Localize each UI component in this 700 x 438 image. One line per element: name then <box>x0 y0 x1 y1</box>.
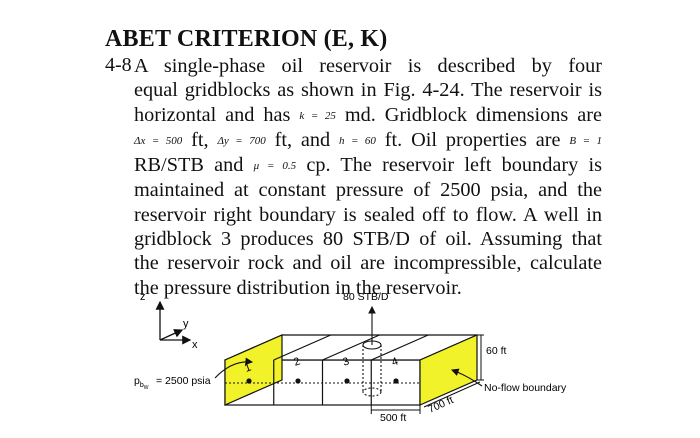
axes-triad <box>155 300 192 345</box>
width-line <box>423 381 481 408</box>
text-line-10: the pressure distribution in the reservo… <box>134 276 462 299</box>
height-dimension <box>477 334 484 381</box>
text-fragment: ft. Oil properties are <box>384 128 561 151</box>
length-label: 500 ft <box>380 412 406 424</box>
dx-equation: Δx = 500 <box>134 134 183 147</box>
width-dimension <box>423 381 481 408</box>
permeability-equation: k = 25 <box>299 109 336 122</box>
pressure-value: = 2500 psia <box>156 375 211 387</box>
text-line-7: reservoir right boundary is sealed off t… <box>134 203 602 226</box>
length-dimension <box>370 405 421 414</box>
text-line-8: gridblock 3 produces 80 STB/D of oil. As… <box>134 228 602 251</box>
pbw-main: p <box>134 375 140 387</box>
top-divider-2 <box>322 334 380 361</box>
pressure-pointer <box>214 357 254 379</box>
x-axis-label: x <box>192 339 198 351</box>
y-axis-label: y <box>183 318 189 330</box>
no-flow-label: No-flow boundary <box>484 382 567 394</box>
problem-number: 4-8 <box>105 54 132 76</box>
text-fragment: md. Gridblock dimensions are <box>344 103 602 126</box>
text-line-5: RB/STB and μ = 0.5 cp. The reservoir lef… <box>134 153 602 178</box>
no-flow-pointer <box>450 368 483 387</box>
top-divider-3 <box>371 334 429 361</box>
viscosity-equation: μ = 0.5 <box>253 160 297 173</box>
thickness-equation: h = 60 <box>338 134 376 147</box>
text-line-3: horizontal and has k = 25 md. Gridblock … <box>134 103 602 128</box>
pbw-symbol: pbW <box>134 375 149 391</box>
pbw-sub: b <box>140 382 144 389</box>
block-label-4: 4 <box>390 355 400 368</box>
text-fragment: ft, and <box>274 128 331 151</box>
height-label: 60 ft <box>486 345 507 357</box>
z-axis-label: z <box>140 291 146 303</box>
block-label-3: 3 <box>341 355 351 368</box>
problem-text: A single-phase oil reservoir is describe… <box>134 54 602 300</box>
pbw-subsub: W <box>144 385 149 391</box>
block-center-1 <box>246 378 252 384</box>
block-center-4 <box>393 378 399 384</box>
production-well <box>362 305 382 397</box>
block-center-3 <box>344 378 350 384</box>
pressure-label: pbW = 2500 psia <box>134 375 211 391</box>
left-boundary-face <box>224 334 283 406</box>
top-divider-1 <box>273 334 331 361</box>
block-label-1: 1 <box>243 361 253 374</box>
text-fragment: horizontal and has <box>134 103 291 126</box>
text-line-4: Δx = 500 ft, Δy = 700 ft, and h = 60 ft.… <box>134 128 602 153</box>
text-line-9: the reservoir rock and oil are incompres… <box>134 252 602 275</box>
gridblock-labels: 1 2 3 4 <box>243 355 400 374</box>
block-label-2: 2 <box>292 355 302 368</box>
text-fragment: ft, <box>191 128 209 151</box>
text-fragment: cp. The reservoir left boundary is <box>306 154 602 177</box>
dy-equation: Δy = 700 <box>217 134 266 147</box>
text-line-1: A single-phase oil reservoir is describe… <box>134 55 602 77</box>
y-axis <box>159 329 184 341</box>
rate-label: 80 STB/D <box>343 291 389 303</box>
block-center-2 <box>295 378 301 384</box>
text-fragment: RB/STB and <box>134 154 244 177</box>
block-centers <box>246 378 399 384</box>
well-bottom <box>362 387 382 397</box>
text-line-2: equal gridblocks as shown in Fig. 4-24. … <box>134 79 602 102</box>
reservoir-box <box>224 334 478 406</box>
text-line-6: maintained at constant pressure of 2500 … <box>134 179 602 202</box>
section-heading: ABET CRITERION (E, K) <box>105 26 388 52</box>
fvf-equation: B = 1 <box>569 134 603 147</box>
